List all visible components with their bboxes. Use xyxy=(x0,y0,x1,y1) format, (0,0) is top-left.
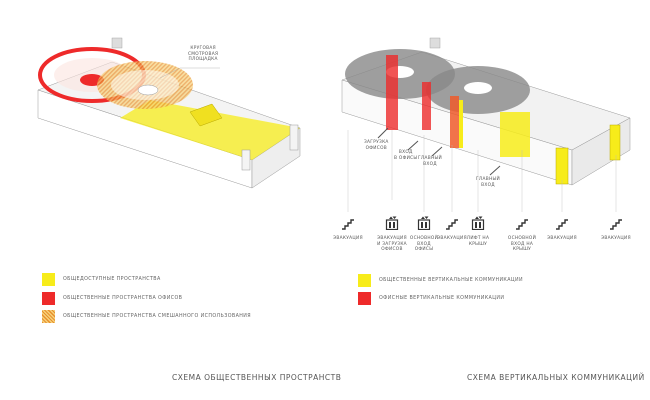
leader-lines xyxy=(347,130,617,212)
elevator-icon xyxy=(417,215,431,231)
legend-item-public: ОБЩЕДОСТУПНЫЕ ПРОСТРАНСТВА xyxy=(42,273,161,286)
stairs-icon xyxy=(341,215,355,230)
arrow-icons xyxy=(377,127,501,176)
legend-label: ОБЩЕСТВЕННЫЕ ПРОСТРАНСТВА ОФИСОВ xyxy=(63,296,183,301)
legend-item-mixed: ОБЩЕСТВЕННЫЕ ПРОСТРАНСТВА СМЕШАННОГО ИСП… xyxy=(42,310,251,323)
legend-label: ОБЩЕСТВЕННЫЕ ПРОСТРАНСТВА СМЕШАННОГО ИСП… xyxy=(63,314,251,319)
public-space-area xyxy=(120,100,300,160)
hatched-swatch xyxy=(42,310,55,323)
legend-label: ОБЩЕСТВЕННЫЕ ВЕРТИКАЛЬНЫЕ КОММУНИКАЦИИ xyxy=(379,278,524,283)
legend-item-office: ОБЩЕСТВЕННЫЕ ПРОСТРАНСТВА ОФИСОВ xyxy=(42,292,182,305)
left-building xyxy=(37,37,301,189)
callout-main-entrance: ГЛАВНЫЙ ВХОД xyxy=(418,156,443,167)
yellow-swatch xyxy=(358,274,371,287)
right-building xyxy=(341,37,631,186)
legend-label: ОФИСНЫЕ ВЕРТИКАЛЬНЫЕ КОММУНИКАЦИИ xyxy=(379,296,505,301)
callout-office-loading: ЗАГРУЗКА ОФИСОВ xyxy=(364,140,389,151)
elevator-icon xyxy=(385,215,399,231)
stairs-icon xyxy=(515,215,529,230)
bottom-label: ЭВАКУАЦИЯ И ЗАГРУЗКА ОФИСОВ xyxy=(377,236,407,252)
stairs-icon xyxy=(555,215,569,230)
bottom-label: ОСНОВНОЙ ВХОД НА КРЫШУ xyxy=(507,236,537,252)
bottom-label: ЭВАКУАЦИЯ xyxy=(437,236,467,241)
legend-item-office-vertical: ОФИСНЫЕ ВЕРТИКАЛЬНЫЕ КОММУНИКАЦИИ xyxy=(358,292,504,305)
bottom-label: ЭВАКУАЦИЯ xyxy=(547,236,577,241)
bottom-label: ЭВАКУАЦИЯ xyxy=(333,236,363,241)
stairs-icon xyxy=(445,215,459,230)
callout-office-entrance: ВХОД В ОФИСЫ xyxy=(394,150,418,161)
viewing-platform-callout: КРУГОВАЯ СМОТРОВАЯ ПЛОЩАДКА xyxy=(188,46,219,62)
bottom-label: ЛИФТ НА КРЫШУ xyxy=(466,236,490,247)
elevator-icon xyxy=(471,215,485,231)
stairs-icon xyxy=(609,215,623,230)
red-swatch xyxy=(42,292,55,305)
red-swatch xyxy=(358,292,371,305)
right-diagram-title: СХЕМА ВЕРТИКАЛЬНЫХ КОММУНИКАЦИЙ xyxy=(467,373,645,382)
bottom-label: ОСНОВНОЙ ВХОД ОФИСЫ xyxy=(409,236,439,252)
yellow-swatch xyxy=(42,273,55,286)
callout-main-entrance-2: ГЛАВНЫЙ ВХОД xyxy=(476,177,501,188)
legend-label: ОБЩЕДОСТУПНЫЕ ПРОСТРАНСТВА xyxy=(63,277,161,282)
legend-item-public-vertical: ОБЩЕСТВЕННЫЕ ВЕРТИКАЛЬНЫЕ КОММУНИКАЦИИ xyxy=(358,274,523,287)
bottom-label: ЭВАКУАЦИЯ xyxy=(601,236,631,241)
left-diagram-title: СХЕМА ОБЩЕСТВЕННЫХ ПРОСТРАНСТВ xyxy=(172,373,342,382)
